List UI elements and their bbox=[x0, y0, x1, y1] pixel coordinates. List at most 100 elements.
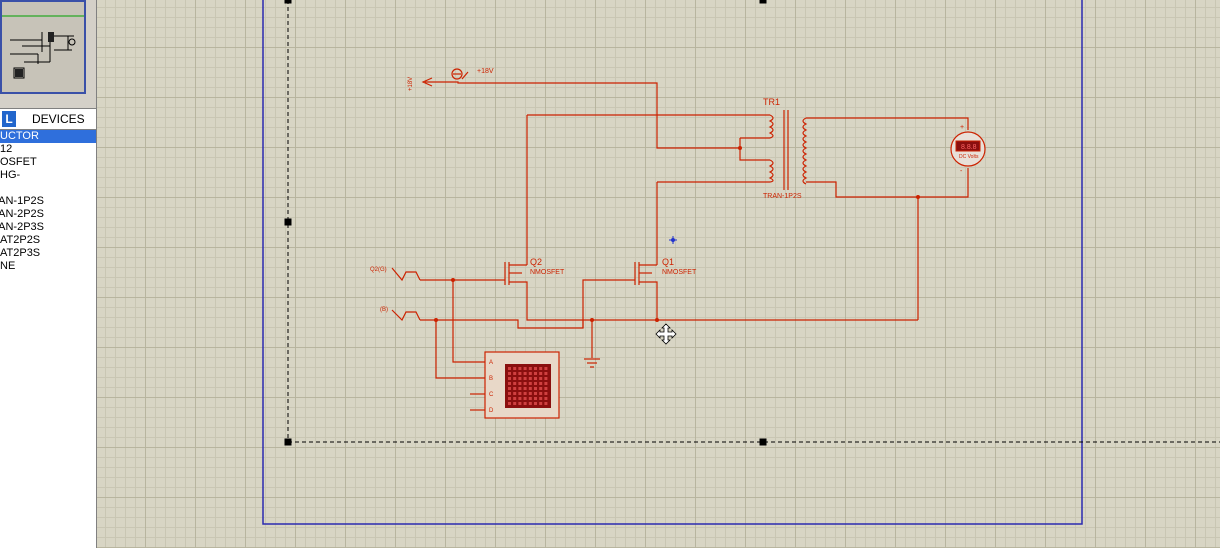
matrix-led bbox=[534, 387, 537, 390]
matrix-led bbox=[513, 402, 517, 405]
matrix-led bbox=[508, 377, 511, 380]
schematic-canvas[interactable]: +18V +18V TR1 TRAN-1P2S 8.8.8 DC Volts +… bbox=[97, 0, 1220, 548]
matrix-led bbox=[534, 372, 537, 375]
dc-source-label: +18V bbox=[477, 68, 494, 75]
matrix-dots bbox=[508, 367, 548, 405]
device-item[interactable]: AN-1P2S bbox=[0, 195, 44, 207]
matrix-led bbox=[534, 382, 537, 385]
matrix-led bbox=[523, 387, 527, 390]
matrix-led bbox=[539, 367, 543, 370]
overview-window[interactable] bbox=[0, 0, 86, 94]
matrix-led bbox=[528, 382, 532, 385]
pulse-generator-bottom[interactable] bbox=[391, 309, 421, 322]
matrix-led bbox=[539, 392, 543, 395]
probe-pin-c: C bbox=[489, 392, 494, 398]
selection-box[interactable] bbox=[284, 0, 1220, 446]
matrix-led bbox=[534, 397, 537, 400]
matrix-led bbox=[539, 402, 543, 405]
device-item[interactable]: OSFET bbox=[0, 156, 37, 168]
probe-pin-b: B bbox=[489, 376, 493, 382]
device-item[interactable]: NE bbox=[0, 260, 16, 272]
power-terminal[interactable]: +18V bbox=[408, 77, 433, 91]
probe-pin-a: A bbox=[489, 360, 493, 366]
overview-thumbnail bbox=[2, 15, 84, 79]
pulse-generator-top[interactable] bbox=[391, 267, 421, 282]
matrix-led bbox=[513, 382, 517, 385]
matrix-led bbox=[544, 372, 548, 375]
q2-type: NMOSFET bbox=[530, 269, 565, 276]
device-item[interactable]: -HG bbox=[0, 169, 21, 181]
ground-symbol[interactable] bbox=[584, 358, 600, 368]
library-button[interactable]: L bbox=[2, 111, 16, 127]
q1-type: NMOSFET bbox=[662, 269, 697, 276]
matrix-led bbox=[528, 392, 532, 395]
matrix-led bbox=[528, 397, 532, 400]
matrix-led bbox=[518, 397, 522, 400]
matrix-led bbox=[523, 402, 527, 405]
matrix-led bbox=[508, 382, 511, 385]
origin-marker-icon bbox=[669, 236, 677, 244]
voltmeter-plus: + bbox=[960, 124, 964, 131]
matrix-led bbox=[513, 377, 517, 380]
transformer-tr1[interactable] bbox=[768, 110, 808, 190]
matrix-led bbox=[518, 382, 522, 385]
generator-top-label: Q2(G) bbox=[370, 267, 387, 273]
matrix-led bbox=[539, 397, 543, 400]
matrix-led bbox=[508, 372, 511, 375]
dc-source[interactable] bbox=[451, 68, 469, 80]
matrix-led bbox=[528, 387, 532, 390]
q2-ref: Q2 bbox=[530, 257, 542, 267]
matrix-led bbox=[539, 372, 543, 375]
matrix-led bbox=[508, 392, 511, 395]
device-item[interactable]: AN-2P2S bbox=[0, 208, 44, 220]
device-list[interactable]: UCTOR 12 OSFET -HG AN-1P2S AN-2P2S AN-2P… bbox=[0, 130, 96, 548]
matrix-led bbox=[518, 372, 522, 375]
matrix-led bbox=[508, 367, 511, 370]
mosfet-q2[interactable] bbox=[500, 262, 528, 288]
matrix-led bbox=[528, 367, 532, 370]
matrix-led bbox=[508, 387, 511, 390]
matrix-led bbox=[539, 382, 543, 385]
matrix-led bbox=[513, 372, 517, 375]
matrix-led bbox=[508, 402, 511, 405]
device-item[interactable]: UCTOR bbox=[0, 130, 96, 143]
transformer-type: TRAN-1P2S bbox=[763, 193, 802, 200]
device-item[interactable] bbox=[0, 182, 44, 195]
matrix-led bbox=[523, 372, 527, 375]
mosfet-q1[interactable] bbox=[630, 262, 658, 288]
matrix-led bbox=[513, 392, 517, 395]
matrix-led bbox=[518, 392, 522, 395]
device-item[interactable]: AT2P2S bbox=[0, 234, 41, 246]
power-terminal-label: +18V bbox=[408, 77, 414, 91]
matrix-led bbox=[513, 387, 517, 390]
matrix-led bbox=[544, 402, 548, 405]
matrix-led bbox=[518, 387, 522, 390]
voltmeter-reading: 8.8.8 bbox=[961, 144, 977, 151]
voltmeter-minus: - bbox=[960, 168, 963, 175]
matrix-led bbox=[528, 377, 532, 380]
devices-header: L DEVICES bbox=[0, 108, 96, 130]
junction-dots bbox=[434, 146, 920, 322]
matrix-led bbox=[539, 377, 543, 380]
matrix-led bbox=[518, 377, 522, 380]
matrix-led bbox=[534, 392, 537, 395]
device-item[interactable]: AT2P3S bbox=[0, 247, 41, 259]
left-panel: L DEVICES UCTOR 12 OSFET -HG AN-1P2S AN-… bbox=[0, 0, 97, 548]
matrix-led bbox=[528, 402, 532, 405]
voltmeter[interactable] bbox=[950, 131, 986, 167]
matrix-led bbox=[544, 382, 548, 385]
matrix-led bbox=[544, 377, 548, 380]
matrix-display[interactable] bbox=[484, 351, 560, 419]
transformer-ref: TR1 bbox=[763, 97, 780, 107]
probe-pin-d: D bbox=[489, 408, 494, 414]
move-cursor-icon bbox=[655, 323, 677, 345]
matrix-led bbox=[534, 377, 537, 380]
matrix-led bbox=[544, 367, 548, 370]
matrix-led bbox=[513, 397, 517, 400]
matrix-led bbox=[539, 387, 543, 390]
device-item[interactable]: AN-2P3S bbox=[0, 221, 44, 233]
matrix-led bbox=[544, 387, 548, 390]
matrix-led bbox=[544, 397, 548, 400]
schematic-drawing[interactable]: +18V +18V TR1 TRAN-1P2S 8.8.8 DC Volts +… bbox=[97, 0, 1220, 548]
device-item[interactable]: 12 bbox=[0, 143, 13, 155]
